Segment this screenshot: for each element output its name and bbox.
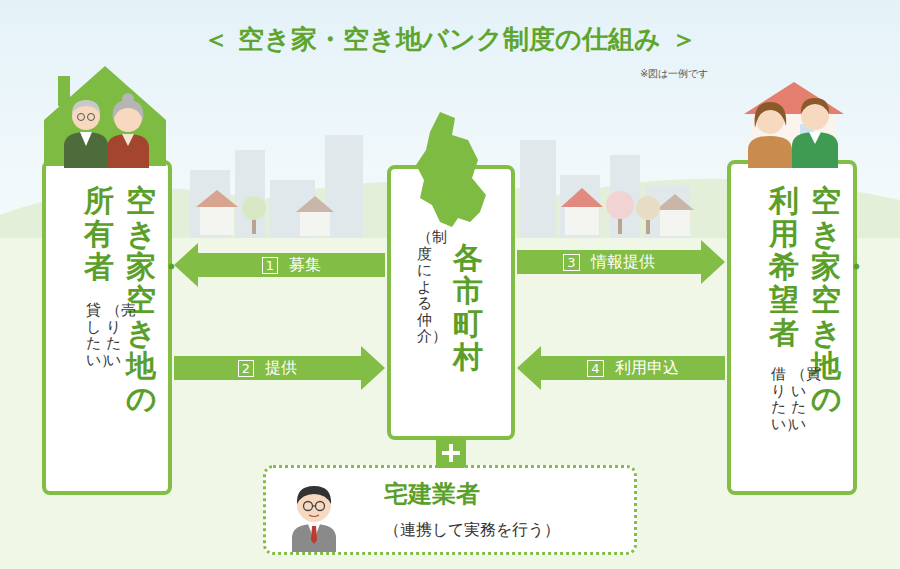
- node-subtext: （制度による仲介）: [417, 229, 432, 345]
- text-column: （制度による仲介）: [417, 229, 432, 345]
- block-arrow: [174, 346, 385, 390]
- arrow-label: 3 情報提供: [563, 252, 654, 272]
- arrow-shaft: [174, 356, 361, 380]
- block-arrow: [517, 346, 725, 390]
- text-column: 貸したい）: [86, 302, 101, 368]
- text-column: 各市町村: [453, 241, 483, 373]
- owner-woman: [107, 93, 149, 168]
- node-subtext: （連携して実務を行う）: [384, 520, 560, 541]
- block-arrow: [517, 240, 725, 284]
- arrow-shaft: [517, 250, 701, 274]
- link-bar: [451, 438, 452, 467]
- municipality-box: 各市町村 （制度による仲介）: [387, 165, 515, 440]
- plus-symbol: [436, 438, 466, 468]
- arrow-label: 1 募集: [262, 255, 321, 275]
- arrow-label: 2 提供: [238, 358, 297, 378]
- text-column: （買いたい: [791, 366, 806, 432]
- node-subtext: （買いたい 借りたい）: [771, 366, 806, 432]
- text-column: 空き家・空き地の: [126, 184, 156, 415]
- node-heading: 宅建業者: [384, 478, 480, 510]
- arrow-text: 利用申込: [610, 358, 679, 377]
- node-heading: 各市町村: [453, 241, 483, 373]
- arrow-head: [517, 346, 541, 390]
- node-heading: 空き家・空き地の 所有者: [84, 184, 156, 415]
- arrow-head: [361, 346, 385, 390]
- user-woman: [748, 102, 792, 168]
- text-column: 借りたい）: [771, 366, 786, 432]
- user-house: [744, 82, 844, 162]
- callout-number: 2: [238, 360, 254, 377]
- arrow-label: 4 利用申込: [587, 358, 678, 378]
- diagram-title: ＜ 空き家・空き地バンク制度の仕組み ＞: [0, 22, 900, 57]
- callout-number: 4: [587, 360, 603, 377]
- text-column: （売りたい: [106, 302, 121, 368]
- agent-box: 宅建業者 （連携して実務を行う）: [263, 465, 637, 555]
- node-subtext: （売りたい 貸したい）: [86, 302, 121, 368]
- callout-number: 1: [262, 257, 278, 274]
- arrow-head: [174, 243, 198, 287]
- owner-box: 空き家・空き地の 所有者（売りたい 貸したい）: [42, 160, 172, 495]
- callout-number: 3: [563, 254, 579, 271]
- owner-house: [44, 66, 166, 166]
- arrow-text: 情報提供: [586, 252, 655, 271]
- arrow-text: 提供: [260, 358, 297, 377]
- arrow-head: [701, 240, 725, 284]
- arrow-text: 募集: [284, 255, 321, 274]
- user-box: 空き家・空き地の 利用希望者（買いたい 借りたい）: [727, 160, 857, 495]
- arrow-shaft: [198, 253, 385, 277]
- note-text: ※図は一例です: [640, 67, 708, 81]
- block-arrow: [174, 243, 385, 287]
- text-column: 空き家・空き地の: [811, 184, 841, 415]
- owner-man: [64, 100, 108, 168]
- arrow-shaft: [541, 356, 725, 380]
- user-man: [792, 98, 838, 168]
- text-column: 所有者: [84, 184, 114, 415]
- arrow-shaft: [437, 438, 465, 467]
